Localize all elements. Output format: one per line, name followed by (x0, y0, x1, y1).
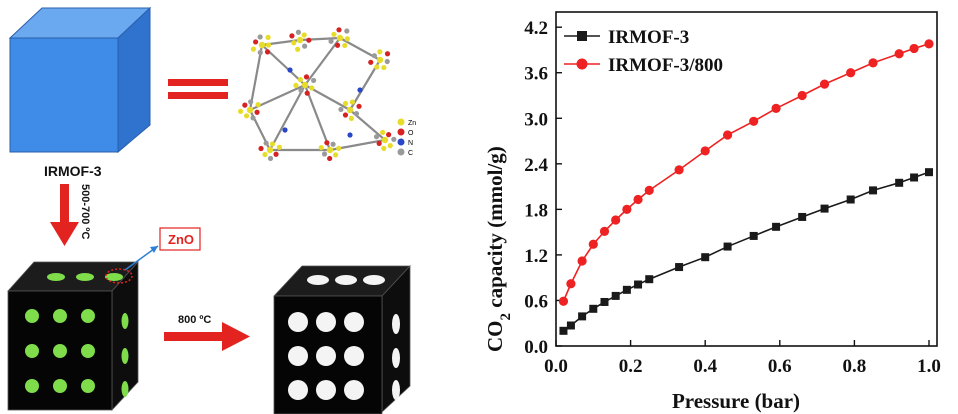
series-marker-0 (820, 204, 829, 213)
series-marker-0 (675, 263, 684, 272)
legend-marker-1 (576, 58, 588, 70)
series-marker-0 (772, 222, 781, 231)
series-marker-0 (611, 291, 620, 300)
c-atom-icon (397, 148, 405, 156)
legend-n: N (408, 140, 413, 147)
y-axis-label: CO2 capacity (mmol/g) (483, 146, 514, 352)
series-marker-0 (869, 186, 878, 195)
y-tick-label: 1.8 (524, 200, 548, 221)
series-line-0 (562, 171, 930, 332)
series-marker-0 (634, 280, 643, 289)
legend-label-1: IRMOF-3/800 (608, 55, 723, 76)
zn-atom-icon (397, 118, 405, 126)
porous-carbon-cube (273, 264, 411, 414)
legend-zn: Zn (408, 120, 416, 127)
series-marker-0 (723, 242, 732, 251)
x-tick-label: 0.4 (693, 356, 717, 377)
y-tick-label: 0.0 (524, 337, 548, 358)
y-tick-label: 2.4 (524, 155, 548, 176)
x-tick-label: 0.8 (843, 356, 867, 377)
plot-frame (555, 11, 938, 347)
series-marker-0 (566, 321, 575, 330)
atom-legend: Zn O N C (397, 118, 416, 157)
series-marker-0 (559, 326, 568, 335)
x-axis-label: Pressure (bar) (672, 389, 800, 413)
carbon-cube-zno (7, 260, 139, 412)
irmof3-cube (8, 6, 152, 154)
series-marker-1 (846, 68, 856, 78)
series-marker-0 (846, 195, 855, 204)
n-atom-icon (397, 138, 405, 146)
series-marker-1 (894, 49, 904, 59)
series-marker-0 (622, 285, 631, 294)
series-marker-1 (924, 39, 934, 49)
legend-label-0: IRMOF-3 (608, 27, 689, 48)
series-marker-0 (749, 231, 758, 240)
series-marker-1 (771, 103, 781, 114)
series-marker-1 (700, 146, 710, 156)
series-marker-1 (722, 130, 733, 140)
y-tick-label: 4.2 (524, 18, 548, 39)
series-marker-1 (797, 90, 807, 101)
series-marker-0 (895, 178, 904, 187)
series-marker-1 (633, 194, 643, 205)
series-marker-1 (644, 185, 654, 195)
series-marker-0 (701, 253, 710, 262)
series-marker-1 (868, 58, 878, 68)
y-tick-label: 3.0 (524, 109, 548, 130)
crystal-structure (237, 27, 397, 162)
right-arrow (164, 322, 250, 351)
irmof3-label: IRMOF-3 (44, 163, 102, 179)
o-atom-icon (397, 128, 405, 136)
series-marker-0 (578, 312, 587, 321)
synthesis-scheme: IRMOF-3 Zn O N C 500-700 ºC ZnO 800 ºC (7, 6, 416, 414)
zno-box (159, 227, 201, 251)
series-marker-0 (589, 304, 598, 313)
legend-o: O (408, 130, 414, 137)
series-marker-0 (645, 275, 654, 284)
second-step-label: 800 ºC (178, 314, 211, 326)
y-tick-label: 0.6 (524, 291, 548, 312)
series-marker-1 (909, 43, 919, 54)
series-marker-1 (622, 204, 632, 214)
series-marker-1 (588, 239, 598, 249)
series-marker-1 (599, 226, 610, 236)
y-tick-label: 3.6 (524, 64, 548, 85)
zno-label: ZnO (168, 232, 194, 247)
series-marker-1 (819, 79, 830, 89)
series-marker-1 (577, 256, 587, 266)
series-line-1 (562, 43, 930, 302)
down-arrow (50, 184, 79, 246)
series-marker-1 (566, 279, 576, 289)
x-tick-label: 0.0 (544, 356, 568, 377)
series-marker-0 (925, 168, 933, 177)
series-marker-0 (910, 173, 919, 182)
equals-sign (168, 79, 228, 99)
x-tick-label: 0.2 (619, 356, 643, 377)
series-marker-1 (749, 116, 759, 126)
x-tick-label: 1.0 (917, 356, 941, 377)
y-tick-label: 1.2 (524, 246, 548, 267)
series-marker-1 (674, 165, 684, 175)
legend-marker-0 (577, 31, 587, 41)
legend-c: C (408, 150, 413, 157)
series-marker-1 (611, 215, 621, 225)
temp-range-label: 500-700 ºC (79, 184, 91, 239)
x-tick-label: 0.6 (768, 356, 792, 377)
series-marker-0 (600, 297, 609, 306)
series-marker-0 (798, 212, 807, 221)
series-marker-1 (558, 296, 569, 306)
